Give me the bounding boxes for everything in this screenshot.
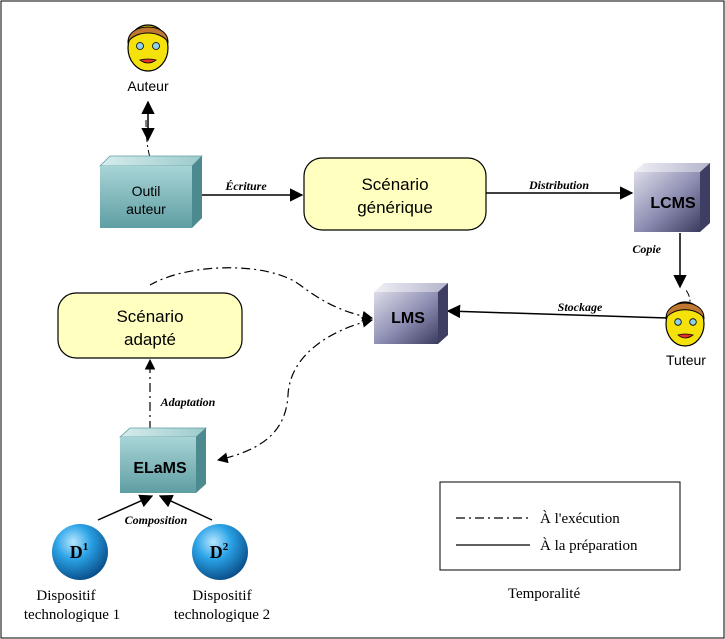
device-2-sphere-icon xyxy=(192,524,248,580)
storage-edge-label: Stockage xyxy=(558,300,603,314)
lms-elams-dashed-arrow xyxy=(216,317,374,464)
tutor-actor: Tuteur xyxy=(665,301,706,368)
writing-edge-label: Écriture xyxy=(224,179,267,193)
generic-scenario-node: Scénario générique xyxy=(303,157,487,231)
device-1-node: D1 Dispositif technologique 1 xyxy=(24,524,120,623)
author-actor: Auteur xyxy=(127,24,169,94)
device-2-node: D2 Dispositif technologique 2 xyxy=(174,524,270,623)
device-2-letter: D xyxy=(210,542,223,562)
lms-node: LMS xyxy=(374,283,448,344)
tutor-face-icon xyxy=(665,301,705,347)
svg-text:D1: D1 xyxy=(70,541,89,562)
distribution-edge-label: Distribution xyxy=(528,178,589,192)
adapted-scenario-label-1: Scénario xyxy=(116,307,183,326)
generic-scenario-label-2: générique xyxy=(357,198,433,217)
composition-arrow-2 xyxy=(158,494,213,521)
tutor-label: Tuteur xyxy=(666,352,706,368)
author-label: Auteur xyxy=(127,78,169,94)
legend-box xyxy=(439,481,681,571)
lms-adapted-dashed-arrow xyxy=(149,267,374,322)
authoring-tool-label-1: Outil xyxy=(132,183,161,199)
device-1-caption-2: technologique 1 xyxy=(24,607,120,623)
elams-node: ELaMS xyxy=(118,427,208,493)
device-2-caption-1: Dispositif xyxy=(192,588,251,604)
adapted-scenario-label-2: adapté xyxy=(124,330,176,349)
device-1-letter: D xyxy=(70,542,83,562)
author-face-icon xyxy=(127,24,169,72)
legend-preparation-label: À la préparation xyxy=(540,537,638,554)
device-2-caption-2: technologique 2 xyxy=(174,607,270,623)
storage-arrow xyxy=(446,304,669,319)
lms-label: LMS xyxy=(391,310,425,327)
composition-arrow-1 xyxy=(97,494,154,521)
composition-edge-label: Composition xyxy=(125,513,188,527)
authoring-tool-node: Outil auteur xyxy=(99,155,203,228)
lcms-node: LCMS xyxy=(634,163,710,232)
adaptation-edge-label: Adaptation xyxy=(160,395,216,409)
device-1-caption-1: Dispositif xyxy=(36,588,95,604)
legend-execution-label: À l'exécution xyxy=(540,510,620,527)
authoring-tool-label-2: auteur xyxy=(126,201,166,217)
adapted-scenario-node: Scénario adapté xyxy=(57,292,243,359)
device-2-sup: 2 xyxy=(223,541,229,553)
device-1-sup: 1 xyxy=(83,541,89,553)
device-1-sphere-icon xyxy=(52,524,108,580)
legend-caption: Temporalité xyxy=(508,586,581,602)
copy-edge-label: Copie xyxy=(632,242,661,256)
elams-label: ELaMS xyxy=(133,460,187,477)
legend: À l'exécution À la préparation Temporali… xyxy=(439,481,681,602)
generic-scenario-label-1: Scénario xyxy=(361,175,428,194)
svg-text:D2: D2 xyxy=(210,541,229,562)
lcms-label: LCMS xyxy=(650,195,696,212)
